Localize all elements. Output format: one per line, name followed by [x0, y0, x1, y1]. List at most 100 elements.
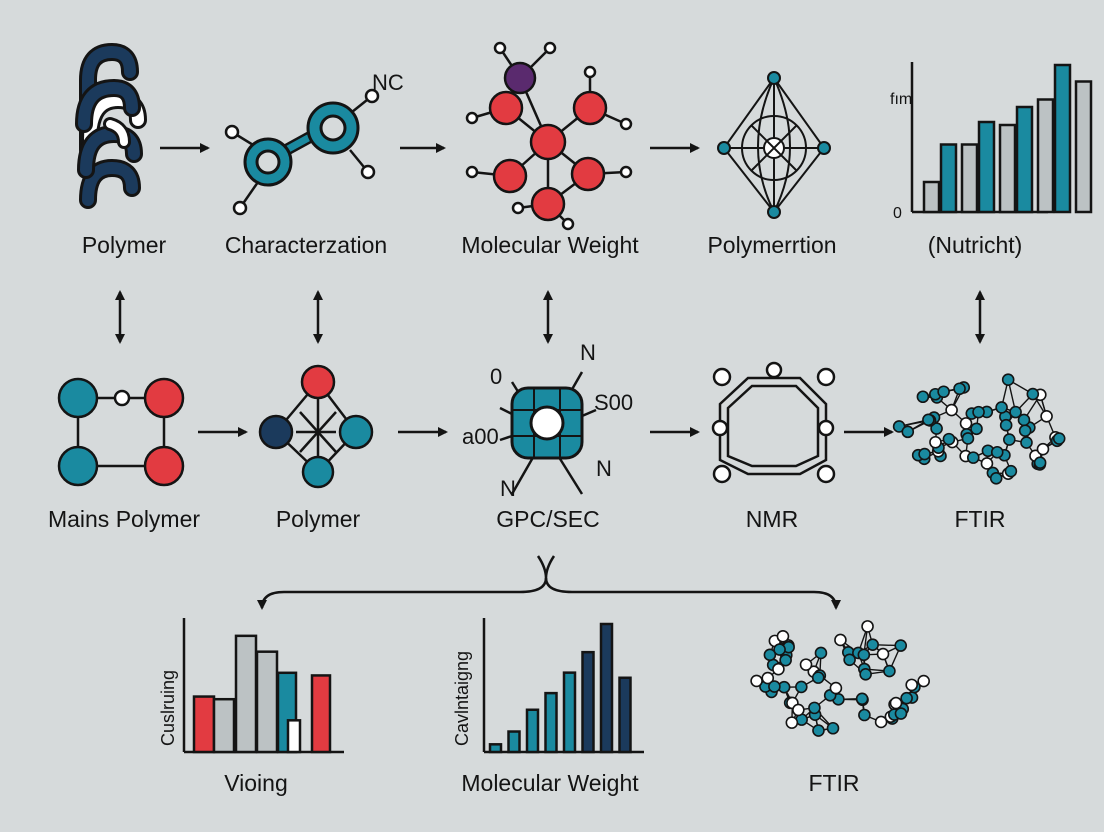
branch-brace — [536, 555, 556, 579]
network-node — [861, 620, 874, 633]
network-node — [857, 648, 871, 662]
network-node — [855, 692, 869, 706]
molecular-weight-chart — [482, 618, 644, 754]
molecular-weight-bar — [525, 708, 540, 754]
vioing-bar — [255, 650, 279, 754]
molecular-weight-bar — [488, 743, 503, 754]
network-node — [785, 716, 799, 729]
network-node — [1004, 464, 1018, 478]
molecular-weight-bar — [562, 671, 577, 754]
molecular-weight-bar — [618, 676, 632, 754]
gpc-annotation-n-bottom-right: N — [596, 456, 612, 481]
network-node — [772, 662, 785, 676]
network-node — [937, 385, 950, 399]
nutricht-bar-grey — [1036, 98, 1055, 214]
network-node — [843, 653, 856, 667]
vioing-bar — [310, 674, 332, 754]
nutricht-bar-teal — [939, 143, 958, 214]
network-node — [876, 647, 890, 661]
polymerization-wheel-icon — [717, 71, 831, 219]
network-node — [763, 648, 777, 662]
molecular-weight-bar — [507, 730, 521, 754]
label-polymer: Polymer — [81, 232, 167, 258]
nutricht-bar-grey — [1074, 80, 1093, 214]
network-node — [972, 405, 985, 419]
label-molecular-weight: Molecular Weight — [461, 232, 639, 258]
nutricht-chart — [910, 62, 1093, 214]
network-node — [1036, 442, 1050, 456]
network-node — [970, 422, 983, 436]
nutricht-chart-ytick-zero: 0 — [893, 205, 902, 222]
label-ftir-2: FTIR — [808, 770, 860, 796]
nutricht-bar-grey — [960, 143, 979, 214]
network-node — [901, 425, 915, 439]
network-node — [922, 413, 935, 427]
gpc-sec-symbol-icon — [499, 371, 597, 495]
gpc-annotation-n-bottom-left: N — [500, 476, 516, 501]
nutricht-chart-ylabel: fım — [890, 91, 912, 108]
nc-annotation: NC — [372, 70, 404, 95]
network-node — [859, 667, 872, 681]
network-node — [966, 451, 980, 464]
network-node — [792, 703, 805, 717]
network-node — [812, 724, 825, 737]
network-node — [829, 681, 843, 695]
branch-right-arrow — [544, 577, 841, 610]
label-characterization: Characterzation — [224, 232, 388, 258]
network-node — [1020, 436, 1033, 449]
network-node — [995, 401, 1008, 414]
vioing-bar — [212, 697, 236, 754]
network-node — [918, 447, 931, 461]
ftir-network-icon — [892, 373, 1066, 485]
network-node — [814, 646, 828, 660]
network-node — [990, 445, 1004, 459]
network-node — [889, 696, 903, 710]
molecular-weight-bar — [599, 622, 614, 754]
label-mains-polymer: Mains Polymer — [47, 506, 201, 532]
network-node — [826, 721, 840, 735]
label-molecular-weight-2: Molecular Weight — [461, 770, 639, 796]
label-gpc-sec: GPC/SEC — [496, 506, 600, 532]
vioing-bar — [192, 695, 216, 754]
network-node — [1026, 387, 1040, 401]
network-node — [999, 418, 1013, 432]
nmr-octagon-icon — [711, 361, 836, 484]
network-node — [945, 403, 958, 417]
label-nmr: NMR — [745, 506, 799, 532]
network-node — [989, 471, 1003, 485]
characterization-molecule-icon — [224, 88, 380, 216]
network-node — [1009, 405, 1022, 419]
network-node — [799, 658, 813, 671]
gpc-annotation-s00: S00 — [594, 390, 633, 415]
branch-left-arrow — [257, 577, 548, 610]
network-node — [894, 639, 908, 652]
network-node — [779, 653, 792, 667]
network-node — [953, 382, 966, 396]
vioing-chart — [182, 618, 344, 754]
nutricht-bar-teal — [1053, 63, 1072, 214]
network-node — [750, 674, 763, 688]
network-node — [883, 664, 896, 678]
label-vioing: Vioing — [224, 770, 288, 796]
nutricht-bar-grey — [998, 123, 1017, 214]
network-node — [834, 633, 847, 647]
polymer-chain-icon — [75, 42, 147, 209]
network-node — [959, 417, 973, 430]
molecular-weight-chart-ylabel: Cavlntaigng — [452, 650, 472, 746]
network-node — [808, 701, 821, 715]
network-node — [768, 680, 781, 693]
network-node — [980, 457, 994, 470]
label-nutricht: (Nutricht) — [927, 232, 1023, 258]
nutricht-bar-teal — [977, 120, 996, 214]
flow-arrows — [115, 143, 985, 610]
network-node — [1001, 373, 1015, 386]
label-polymer-2: Polymer — [275, 506, 361, 532]
network-node — [858, 708, 871, 722]
molecular-weight-bar — [581, 650, 595, 754]
network-node — [1017, 413, 1031, 427]
label-ftir: FTIR — [954, 506, 1006, 532]
nutricht-bar-teal — [1015, 105, 1034, 214]
molecular-weight-molecule-icon — [465, 41, 633, 231]
network-node — [1052, 432, 1066, 445]
